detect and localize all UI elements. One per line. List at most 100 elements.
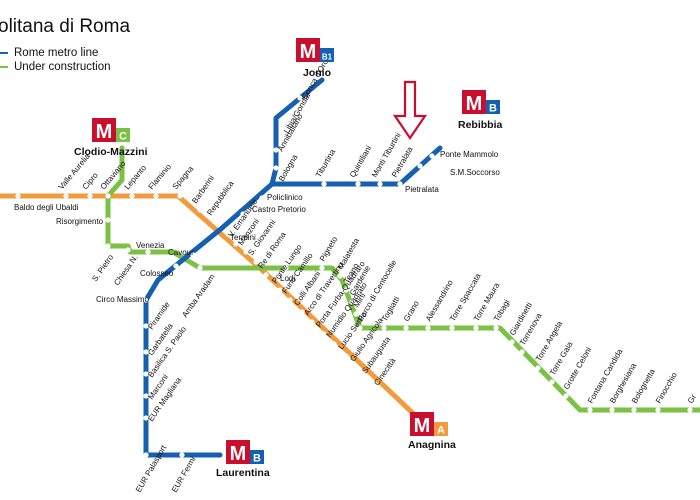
line-badge bbox=[320, 48, 334, 62]
station-stop bbox=[212, 219, 218, 225]
station-stop bbox=[273, 147, 279, 153]
station-label: EUR Palasport bbox=[134, 443, 169, 494]
arrow-icon bbox=[392, 80, 428, 140]
station-label: Chiesa N. bbox=[112, 253, 140, 287]
station-stop bbox=[687, 407, 693, 413]
station-stop bbox=[129, 193, 135, 199]
station-label: EUR Fermi bbox=[170, 455, 198, 494]
station-label: Termini bbox=[230, 233, 256, 242]
line-badge bbox=[116, 128, 130, 142]
station-label: Conca d'Oro bbox=[300, 57, 330, 101]
line-badge bbox=[486, 100, 500, 114]
station-stop bbox=[153, 193, 159, 199]
station-stop bbox=[331, 341, 337, 347]
station-stop bbox=[299, 309, 305, 315]
terminal-name: Anagnina bbox=[408, 439, 456, 451]
legend-metro-label: Rome metro line bbox=[14, 47, 99, 59]
metro-m-glyph: M bbox=[300, 41, 317, 63]
station-stop bbox=[403, 325, 409, 331]
line-badge bbox=[250, 450, 264, 464]
station-stop bbox=[105, 193, 111, 199]
station-stop bbox=[105, 217, 111, 223]
metro-logo-icon bbox=[226, 440, 250, 464]
station-stop bbox=[297, 95, 303, 101]
station-stop bbox=[197, 265, 203, 271]
station-stop bbox=[143, 393, 149, 399]
station-stop bbox=[535, 365, 541, 371]
station-label: Ponte Mammolo bbox=[440, 150, 499, 159]
station-label: Flaminio bbox=[147, 162, 174, 191]
station-stop bbox=[243, 249, 249, 255]
station-stop bbox=[277, 287, 283, 293]
station-stop bbox=[429, 153, 435, 159]
station-label: Tiburtina bbox=[314, 147, 337, 179]
station-label: Baldo degli Ubaldi bbox=[14, 203, 79, 212]
terminal-name: Clodio-Mazzini bbox=[74, 146, 148, 158]
station-stop bbox=[631, 407, 637, 413]
station-stop bbox=[519, 349, 525, 355]
station-stop bbox=[321, 331, 327, 337]
legend-construction-label: Under construction bbox=[14, 61, 111, 73]
station-stop bbox=[449, 325, 455, 331]
metro-logo-icon bbox=[462, 90, 486, 114]
station-stop bbox=[355, 365, 361, 371]
station-stop bbox=[425, 325, 431, 331]
station-label: S.M.Soccorso bbox=[450, 168, 500, 177]
legend-item-metro: Rome metro line bbox=[0, 46, 111, 60]
station-stop bbox=[337, 273, 343, 279]
station-label: Pietralata bbox=[405, 185, 439, 194]
station-stop bbox=[259, 195, 265, 201]
station-stop bbox=[179, 452, 185, 458]
station-label: S. Pietro bbox=[90, 252, 115, 283]
station-stop bbox=[143, 349, 149, 355]
station-stops bbox=[15, 95, 693, 458]
terminal-name: Jonio bbox=[303, 67, 331, 79]
station-stop bbox=[417, 163, 423, 169]
station-label: Circo Massimo bbox=[96, 295, 149, 304]
station-stop bbox=[233, 241, 239, 247]
station-label: Bologna bbox=[277, 153, 300, 183]
station-label: Lodi bbox=[280, 274, 295, 283]
line-c-branch bbox=[105, 145, 125, 199]
station-stop bbox=[379, 389, 385, 395]
station-stop bbox=[273, 165, 279, 171]
station-label: Amba Aradam bbox=[180, 272, 217, 319]
line-badge-label: B bbox=[253, 453, 261, 465]
metro-m-glyph: M bbox=[96, 121, 113, 143]
station-stop bbox=[563, 393, 569, 399]
station-stop bbox=[283, 265, 289, 271]
station-stop bbox=[357, 325, 363, 331]
station-stop bbox=[397, 181, 403, 187]
metro-m-glyph: M bbox=[230, 443, 247, 465]
station-stop bbox=[63, 193, 69, 199]
line-badge-label: C bbox=[119, 131, 127, 143]
station-label: Togliatti bbox=[380, 295, 401, 323]
station-label: Risorgimento bbox=[56, 217, 104, 226]
station-stop bbox=[143, 323, 149, 329]
station-stop bbox=[125, 247, 131, 253]
station-stop bbox=[321, 181, 327, 187]
terminal-name: Laurentina bbox=[216, 467, 270, 479]
station-stop bbox=[587, 407, 593, 413]
station-stop bbox=[143, 415, 149, 421]
station-label: Lepanto bbox=[123, 163, 149, 191]
station-stop bbox=[319, 265, 325, 271]
station-stop bbox=[381, 325, 387, 331]
station-stop bbox=[655, 407, 661, 413]
station-stop bbox=[253, 259, 259, 265]
line-c-path bbox=[105, 193, 700, 413]
metro-m-glyph: M bbox=[466, 93, 483, 115]
station-stop bbox=[493, 325, 499, 331]
line-badge-label: B bbox=[489, 103, 497, 115]
legend-item-construction: Under construction bbox=[0, 60, 111, 74]
station-stop bbox=[143, 452, 149, 458]
station-label: Spagna bbox=[171, 164, 196, 191]
station-stop bbox=[287, 297, 293, 303]
line-badge-label: B1 bbox=[322, 53, 333, 62]
terminal-name: Rebibbia bbox=[458, 119, 502, 131]
